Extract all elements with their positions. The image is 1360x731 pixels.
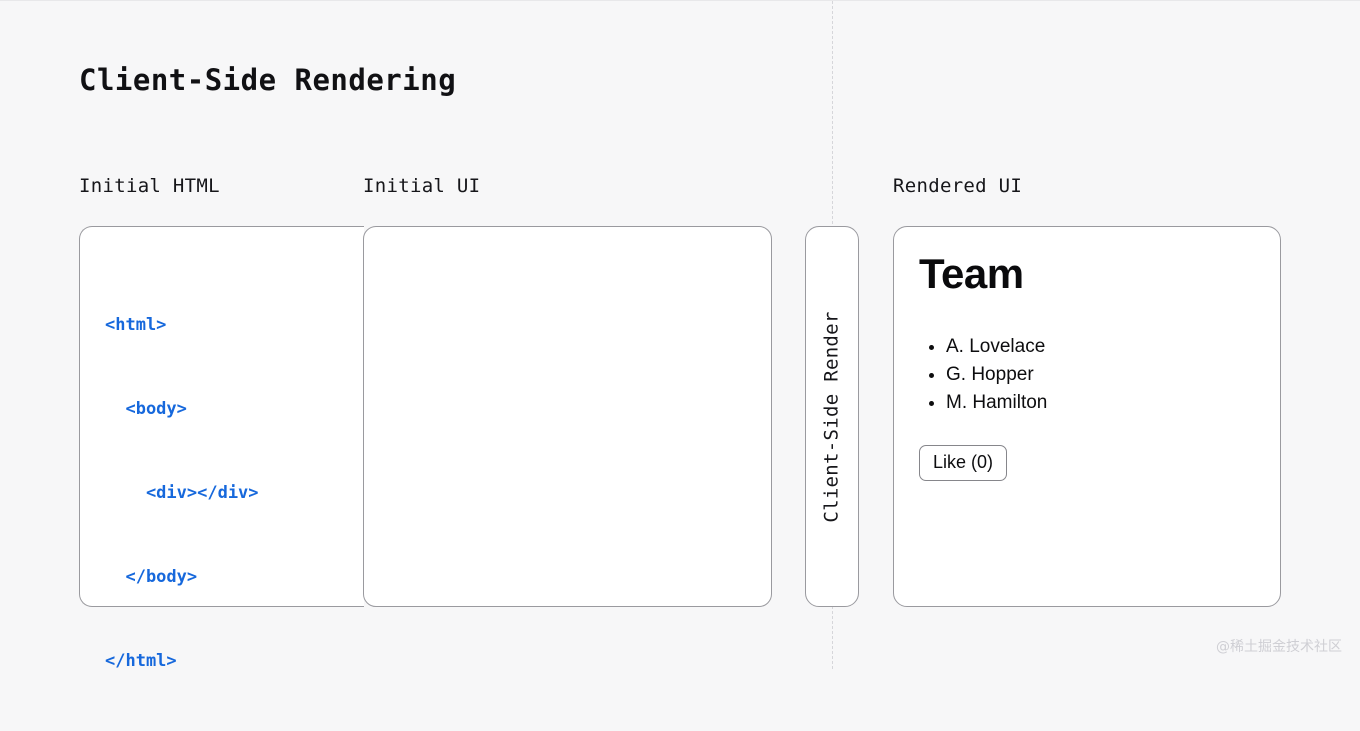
diagram-canvas: Client-Side Rendering Initial HTML Initi… [0, 0, 1360, 668]
render-step-label-wrap: Client-Side Render [805, 226, 859, 607]
initial-html-code: <html> <body> <div></div> </body> </html… [105, 255, 259, 731]
like-button[interactable]: Like (0) [919, 445, 1008, 481]
panel-initial-html [79, 226, 364, 607]
list-item: A. Lovelace [946, 333, 1047, 361]
watermark: @稀土掘金技术社区 [1216, 639, 1342, 655]
code-line: </body> [105, 567, 198, 587]
column-label-rendered-ui: Rendered UI [893, 175, 1023, 197]
panel-render-step [805, 226, 859, 607]
code-line: <div></div> [105, 483, 259, 503]
panel-rendered-ui [893, 226, 1281, 607]
rendered-ui-team-list: A. Lovelace G. Hopper M. Hamilton [919, 333, 1047, 417]
code-line: <body> [105, 399, 187, 419]
rendered-ui-heading: Team [919, 250, 1024, 297]
code-line: <html> [105, 315, 167, 335]
panel-initial-ui [363, 226, 772, 607]
render-step-label: Client-Side Render [821, 310, 843, 523]
column-label-initial-ui: Initial UI [363, 175, 481, 197]
column-label-initial-html: Initial HTML [79, 175, 220, 197]
code-line: </html> [105, 651, 177, 671]
page-title: Client-Side Rendering [79, 63, 457, 97]
list-item: G. Hopper [946, 361, 1047, 389]
list-item: M. Hamilton [946, 389, 1047, 417]
